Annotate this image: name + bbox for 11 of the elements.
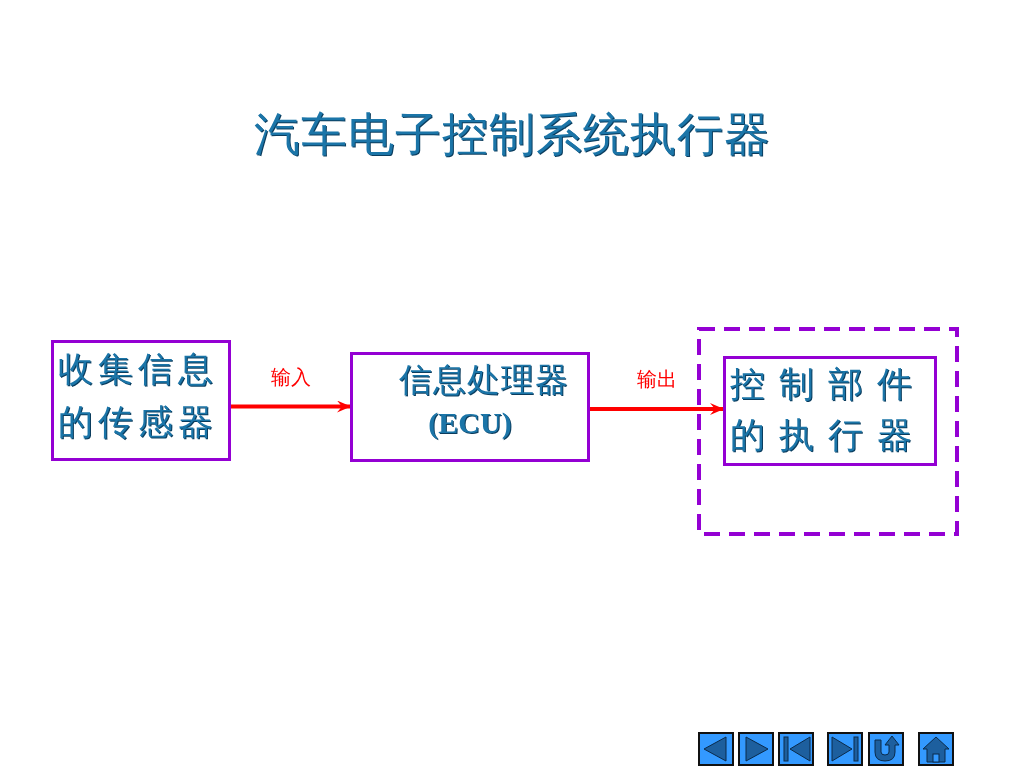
arrow [590,403,724,415]
node-label: 收集信息的传感器 [58,348,219,444]
process-box [350,352,590,462]
process-box [723,356,937,466]
node-subtitle: (ECU) [427,405,513,442]
node-label: 信息处理器 [398,359,570,401]
node-label: 控制部件的执行器 [730,363,927,457]
dashed-group-box [697,327,959,536]
slide-title: 汽车电子控制系统执行器 [252,106,772,163]
arrow [231,400,351,413]
process-box [51,340,231,461]
